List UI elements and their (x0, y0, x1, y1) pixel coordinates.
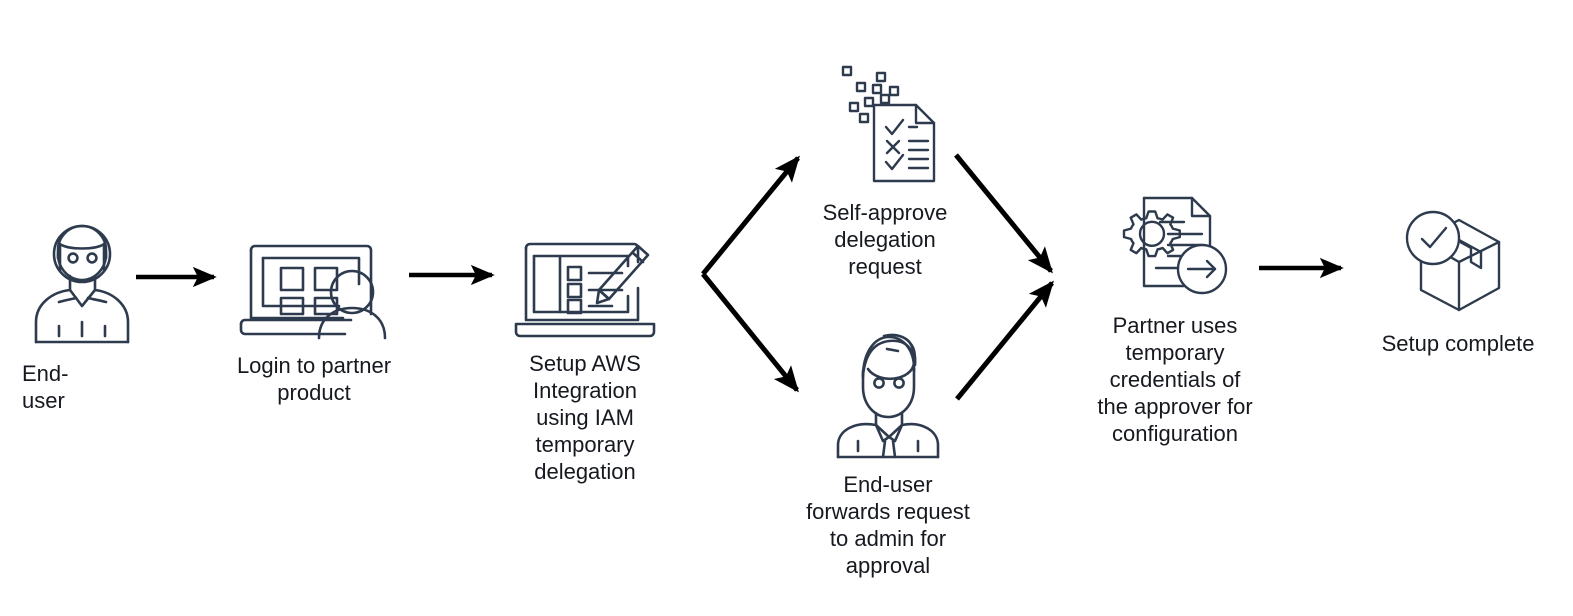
arrow-setup-to-forward (701, 272, 799, 393)
node-partner-uses-credentials: Partner uses temporary credentials of th… (1092, 190, 1258, 447)
node-self-approve-delegation: Self-approve delegation request (800, 57, 970, 280)
checklist-document-icon (841, 65, 936, 183)
node-label-setup-complete: Setup complete (1381, 331, 1535, 356)
laptop-with-user-icon (239, 244, 387, 340)
node-end-user-forwards-request: End-user forwards request to admin for a… (795, 325, 981, 579)
package-check-icon (1405, 210, 1501, 312)
node-label-login-partner-product: Login to partner product (236, 353, 392, 405)
node-label-end-user-forwards-request: End-user forwards request to admin for a… (806, 472, 970, 578)
document-gear-arrow-icon (1122, 196, 1228, 295)
node-label-partner-uses-credentials: Partner uses temporary credentials of th… (1097, 313, 1253, 446)
node-label-self-approve-delegation: Self-approve delegation request (822, 200, 948, 279)
node-login-partner-product: Login to partner product (233, 236, 395, 406)
node-label-end-user: End- user (22, 361, 69, 413)
laptop-checklist-pencil-icon (514, 242, 656, 338)
end-user-avatar-icon (34, 224, 130, 344)
node-setup-aws-integration: Setup AWS Integration using IAM temporar… (510, 236, 660, 485)
arrow-setup-to-self-approve (701, 155, 800, 276)
node-end-user: End- user (22, 218, 142, 414)
admin-avatar-icon (836, 333, 940, 459)
node-setup-complete: Setup complete (1378, 200, 1538, 357)
node-label-setup-aws-integration: Setup AWS Integration using IAM temporar… (529, 351, 641, 484)
arrow-self-approve-to-partner (954, 153, 1053, 274)
